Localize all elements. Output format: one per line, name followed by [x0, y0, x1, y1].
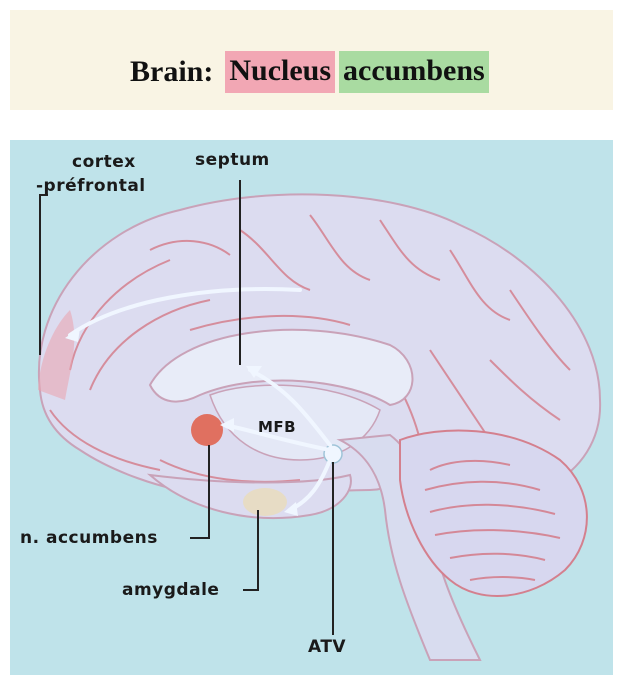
title-banner: Brain: Nucleus accumbens	[10, 10, 613, 110]
label-septum: septum	[195, 150, 270, 170]
label-mfb: MFB	[258, 418, 296, 436]
title-accumbens-highlight: accumbens	[339, 51, 489, 93]
label-prefrontal: -préfrontal	[36, 176, 146, 196]
title-nucleus-highlight: Nucleus	[225, 51, 335, 93]
nucleus-accumbens-spot	[191, 414, 223, 446]
page-title: Brain: Nucleus accumbens	[130, 50, 489, 94]
label-amygdale: amygdale	[122, 580, 219, 600]
label-cortex: cortex	[72, 152, 136, 172]
brain-diagram: cortex -préfrontal septum MFB n. accumbe…	[10, 140, 613, 675]
brain-illustration	[10, 140, 613, 675]
label-atv: ATV	[308, 637, 346, 657]
amygdala-region	[243, 488, 287, 516]
title-brain-label: Brain:	[130, 55, 213, 89]
label-n-accumbens: n. accumbens	[20, 528, 158, 548]
